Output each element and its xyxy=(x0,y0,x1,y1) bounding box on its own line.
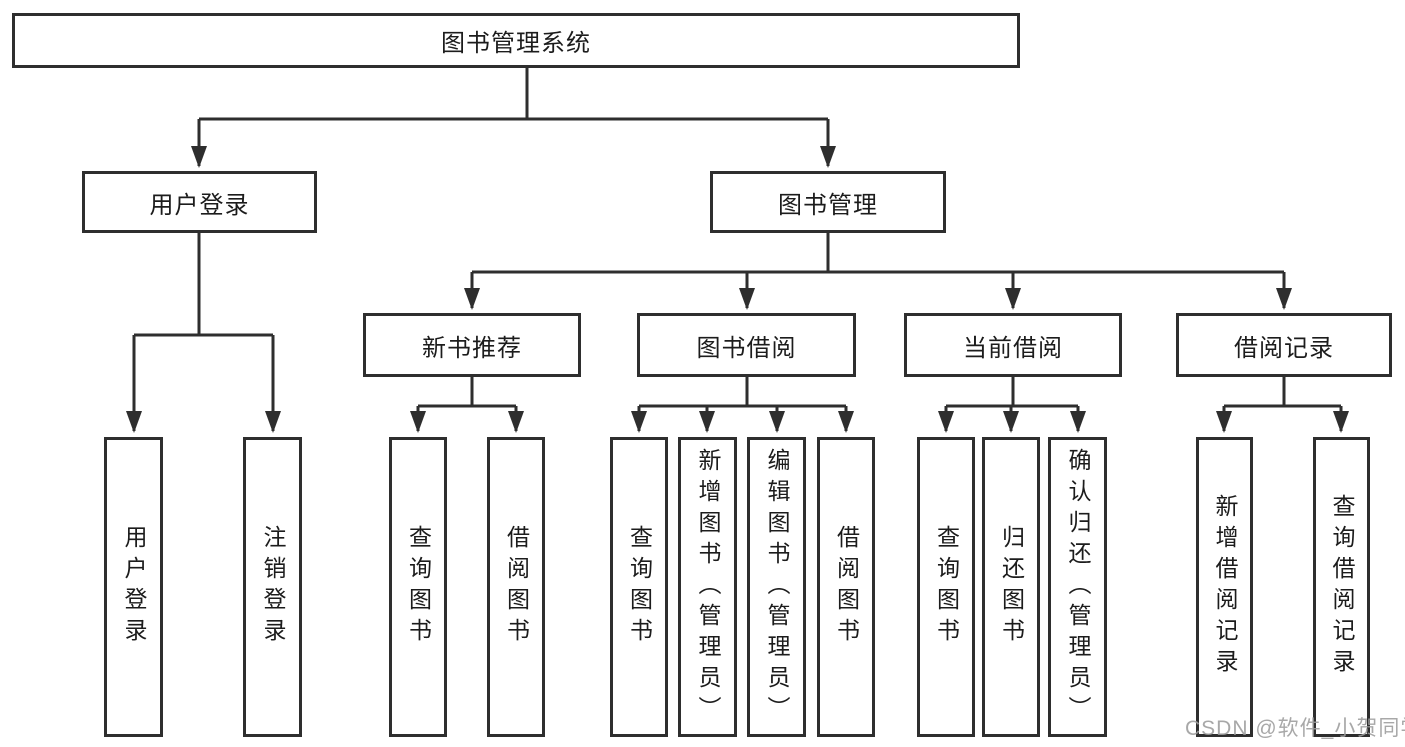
node-borrowing-records: 借阅记录 xyxy=(1176,313,1392,377)
connector-currentborrow-to-leaves xyxy=(938,377,1086,433)
leaf-return-books-label: 归还图书 xyxy=(998,525,1025,649)
node-root-label: 图书管理系统 xyxy=(441,30,591,57)
leaf-borrow-books-2: 借阅图书 xyxy=(817,437,875,737)
node-new-book-recommend: 新书推荐 xyxy=(363,313,581,377)
leaf-confirm-return-admin: 确认归还（管理员） xyxy=(1048,437,1107,737)
leaf-query-books-2: 查询图书 xyxy=(610,437,668,737)
leaf-query-books-1: 查询图书 xyxy=(389,437,447,737)
node-user-login-label: 用户登录 xyxy=(149,191,250,219)
node-book-management: 图书管理 xyxy=(710,171,946,233)
csdn-watermark: CSDN @软件_小贺同学 xyxy=(1185,717,1405,740)
leaf-query-books-3-label: 查询图书 xyxy=(933,525,960,649)
leaf-logout-label: 注销登录 xyxy=(260,525,286,649)
connector-userlogin-to-leaves xyxy=(126,233,281,433)
leaf-query-borrow-record-label: 查询借阅记录 xyxy=(1329,494,1355,680)
node-current-borrowing-label: 当前借阅 xyxy=(963,334,1063,362)
connector-bookmgmt-to-level3 xyxy=(464,233,1292,310)
leaf-borrow-books-2-label: 借阅图书 xyxy=(833,525,860,649)
connector-borrowing-to-leaves xyxy=(631,377,854,433)
leaf-edit-books-admin-label: 编辑图书（管理员） xyxy=(764,447,790,727)
leaf-query-books-3: 查询图书 xyxy=(917,437,975,737)
node-new-book-recommend-label: 新书推荐 xyxy=(422,334,522,362)
leaf-confirm-return-admin-label: 确认归还（管理员） xyxy=(1065,447,1091,727)
leaf-borrow-books-1-label: 借阅图书 xyxy=(503,525,530,649)
node-user-login: 用户登录 xyxy=(82,171,317,233)
node-root: 图书管理系统 xyxy=(12,13,1020,68)
leaf-add-books-admin: 新增图书（管理员） xyxy=(678,437,737,737)
node-book-borrowing: 图书借阅 xyxy=(637,313,856,377)
leaf-query-books-2-label: 查询图书 xyxy=(626,525,653,649)
connector-root-to-level2 xyxy=(191,68,836,168)
leaf-query-books-1-label: 查询图书 xyxy=(405,525,432,649)
connector-records-to-leaves xyxy=(1216,377,1349,433)
leaf-user-login: 用户登录 xyxy=(104,437,163,737)
node-borrowing-records-label: 借阅记录 xyxy=(1234,334,1334,362)
leaf-user-login-label: 用户登录 xyxy=(121,525,147,649)
node-book-borrowing-label: 图书借阅 xyxy=(696,334,797,362)
leaf-edit-books-admin: 编辑图书（管理员） xyxy=(747,437,806,737)
node-book-management-label: 图书管理 xyxy=(778,191,878,219)
leaf-add-borrow-record-label: 新增借阅记录 xyxy=(1212,494,1238,680)
leaf-borrow-books-1: 借阅图书 xyxy=(487,437,545,737)
leaf-query-borrow-record: 查询借阅记录 xyxy=(1313,437,1370,737)
connector-newbook-to-leaves xyxy=(410,377,524,433)
leaf-return-books: 归还图书 xyxy=(982,437,1040,737)
leaf-add-books-admin-label: 新增图书（管理员） xyxy=(695,447,721,727)
leaf-add-borrow-record: 新增借阅记录 xyxy=(1196,437,1253,737)
node-current-borrowing: 当前借阅 xyxy=(904,313,1122,377)
leaf-logout: 注销登录 xyxy=(243,437,302,737)
